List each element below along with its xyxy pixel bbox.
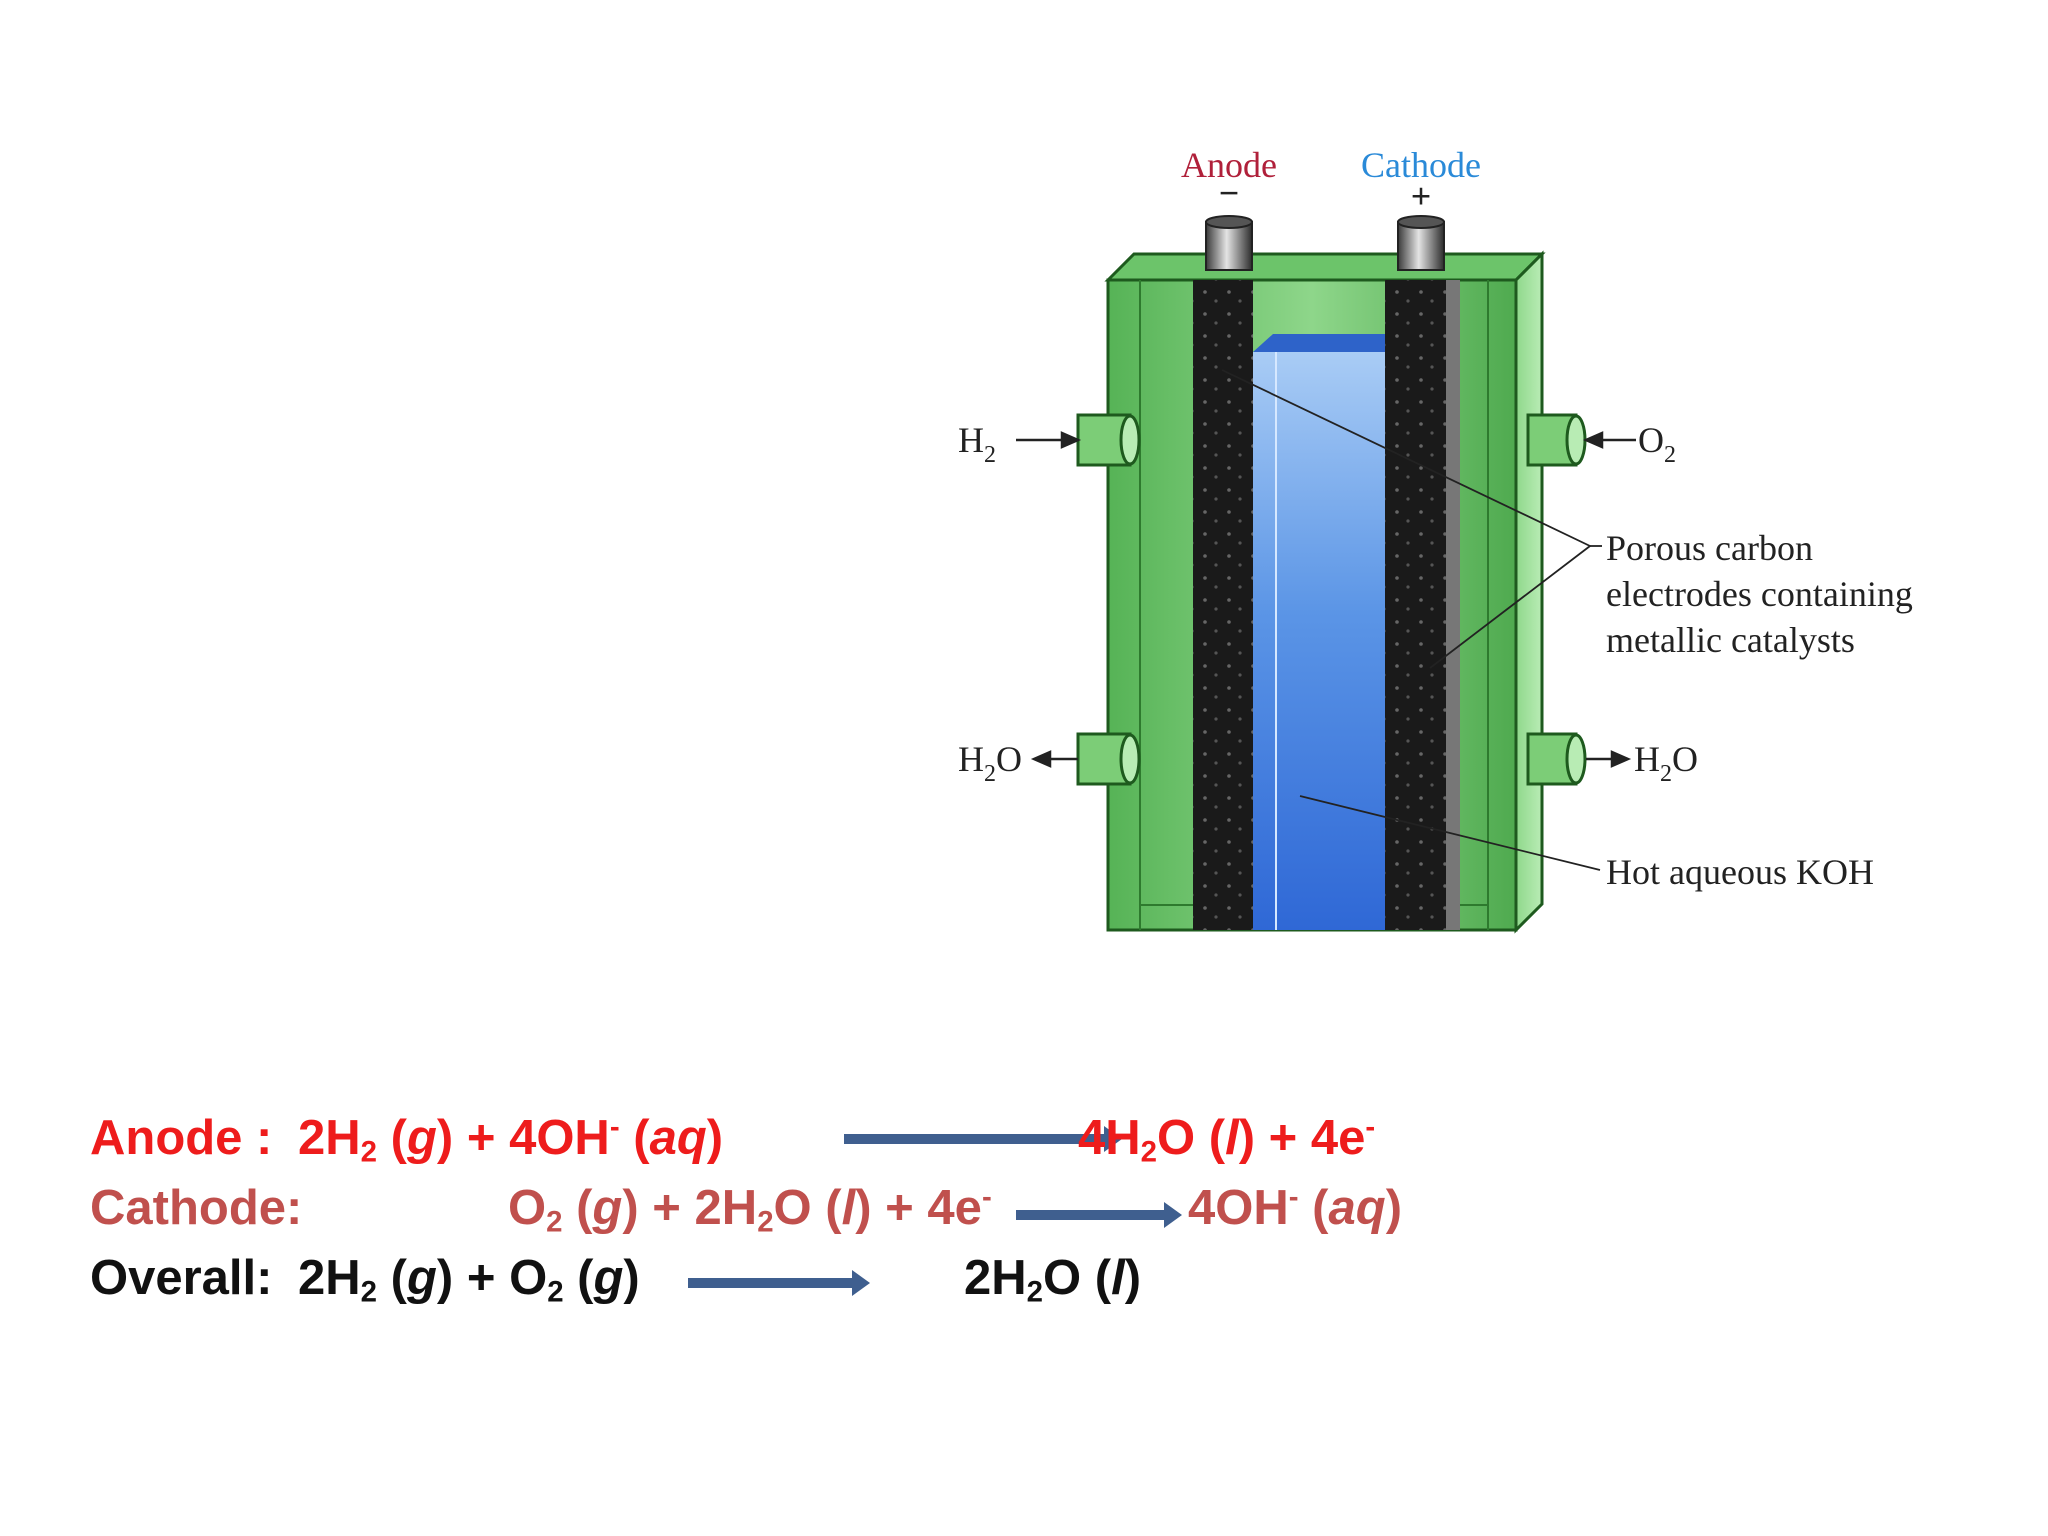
electrolyte-top [1253,334,1385,352]
electrodes-callout-line2: electrodes containing [1606,574,1913,614]
cathode-eq-label: Cathode: [90,1181,303,1235]
electrolyte-leader-line [1299,795,1601,871]
electrodes-callout-line1: Porous carbon [1606,528,1813,568]
cathode-sign: + [1411,176,1432,216]
anode-label: Anode [1181,145,1277,185]
cathode-terminal [1397,215,1445,271]
anode-eq-label: Anode : [90,1111,273,1165]
anode-eq-products: 4H2O (l) + 4e- [1078,1110,1376,1169]
anode-terminal [1205,215,1253,271]
anode-sign: − [1219,173,1240,213]
o2-arrow-head [1582,431,1604,449]
h2o-outlet-port-right [1526,732,1587,786]
overall-eq-reactants: 2H2 (g) + O2 (g) [298,1251,640,1309]
electrolyte-callout: Hot aqueous KOH [1606,852,1874,892]
electrode-texture [1385,280,1446,930]
cathode-label: Cathode [1361,145,1481,185]
overall-eq-product: 2H2O (l) [964,1251,1142,1309]
h2o-left-arrow-head [1030,750,1052,768]
electrodes-callout-line3: metallic catalysts [1606,620,1855,660]
overall-eq-label: Overall: [90,1251,273,1305]
h2-inlet-port [1076,413,1141,467]
electrode-texture [1193,280,1253,930]
h2-inlet-label: H2 [958,420,996,468]
housing-top [1104,252,1546,282]
h2o-outlet-port-left [1076,732,1141,786]
cathode-reaction-arrow [1016,1202,1182,1228]
h2-arrow-head [1060,431,1082,449]
anode-reaction-arrow [844,1126,1122,1152]
cathode-eq-product: 4OH- (aq) [1188,1180,1403,1235]
h2o-right-arrow-head [1610,750,1632,768]
anode-eq-reactants: 2H2 (g) + 4OH- (aq) [298,1110,724,1169]
overall-reaction-arrow [688,1270,870,1296]
electrode-edge [1446,280,1460,930]
h2o-outlet-label-right: H2O [1634,739,1698,787]
o2-inlet-port [1526,413,1587,467]
o2-inlet-label: O2 [1638,420,1676,468]
h2o-outlet-label-left: H2O [958,739,1022,787]
cathode-eq-reactants: O2 (g) + 2H2O (l) + 4e- [508,1180,992,1239]
